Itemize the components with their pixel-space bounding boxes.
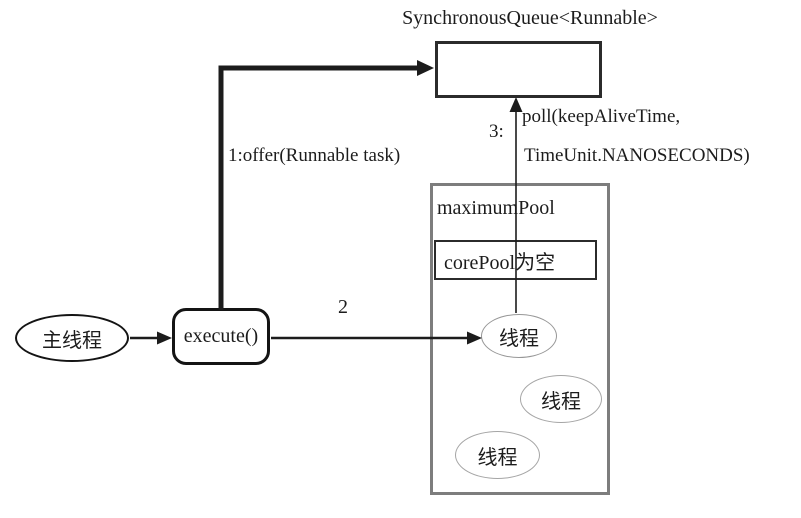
offer-edge-label: 1:offer(Runnable task) — [228, 145, 401, 166]
execute-label: execute() — [183, 325, 259, 347]
arrow-main-to-execute — [130, 331, 172, 345]
synchronous-queue-rect — [435, 41, 602, 98]
synchronous-queue-title: SynchronousQueue<Runnable> — [402, 7, 658, 29]
poll-edge-label-line1: poll(keepAliveTime, — [522, 106, 681, 127]
thread-ellipse-3: 线程 — [455, 431, 540, 479]
arrow-execute-to-queue — [218, 60, 434, 310]
main-thread-label: 主线程 — [42, 329, 102, 352]
thread-ellipse-2: 线程 — [520, 375, 602, 423]
core-pool-label: corePool为空 — [444, 251, 556, 274]
core-pool-box: corePool为空 — [434, 240, 597, 280]
step2-edge-label: 2 — [338, 296, 348, 318]
thread-label-2: 线程 — [541, 390, 581, 413]
thread-label-1: 线程 — [499, 327, 539, 350]
thread-label-3: 线程 — [477, 446, 518, 469]
poll-edge-label-line2: TimeUnit.NANOSECONDS) — [524, 145, 750, 166]
maximum-pool-label: maximumPool — [437, 197, 555, 219]
thread-ellipse-1: 线程 — [481, 314, 557, 358]
execute-box: execute() — [172, 308, 270, 365]
step3-edge-label: 3: — [489, 121, 504, 142]
main-thread-ellipse: 主线程 — [15, 314, 129, 362]
